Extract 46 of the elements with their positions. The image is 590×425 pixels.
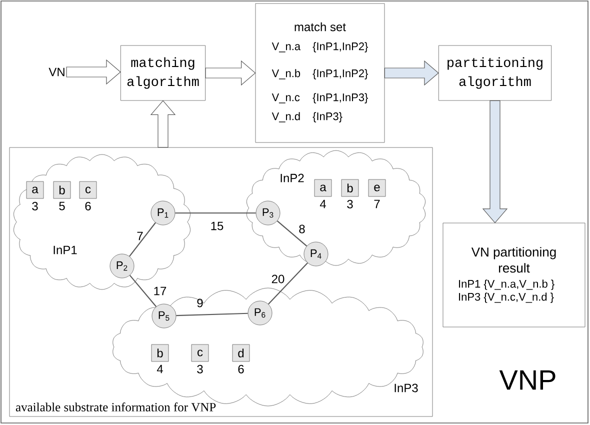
link-line: [129, 222, 156, 257]
substrate-node: P$_{6}$: [248, 300, 272, 326]
block-arrow: [150, 100, 176, 148]
substrate-node: P$_{2}$: [110, 254, 134, 278]
block-arrow: [66, 59, 121, 85]
capacity-number: 4: [156, 364, 163, 374]
capacity-number: 3: [197, 364, 203, 374]
resource-box: a: [26, 181, 44, 199]
resource-box: b: [341, 179, 359, 197]
match-set-box: match set V_n.a {InP1,InP2} V_n.b {InP1,InP2} V_n.c {InP1,InP3} V_n.d {InP3}: [255, 3, 385, 143]
input-label: VN: [48, 68, 64, 76]
resource-box: e: [368, 179, 386, 197]
capacity-number: 5: [59, 202, 65, 210]
capacity-number: 7: [374, 200, 380, 208]
resource-box: c: [191, 344, 209, 362]
edge-label: 7: [137, 232, 143, 240]
edge-label: 8: [299, 224, 305, 234]
resource-box: c: [79, 181, 97, 199]
substrate-node: P$_{5}$: [152, 304, 176, 328]
block-arrow: [205, 60, 256, 86]
capacity-number: 6: [238, 364, 244, 374]
result-box: VN partitioning result InP1 {V_n.a,V_n.b } InP3 {V_n.c,V_n.d }: [442, 222, 586, 328]
block-arrow: [384, 60, 439, 86]
link-line: [276, 220, 308, 246]
substrate-node: P$_{1}$: [150, 200, 176, 226]
edge-label: 9: [197, 298, 203, 308]
capacity-number: 4: [320, 200, 326, 208]
resource-box: b: [151, 344, 169, 362]
resource-box: a: [314, 179, 332, 197]
process-box: partitioning algorithm: [438, 45, 552, 101]
diagram-label: VNP: [499, 370, 556, 390]
edge-label: 20: [272, 274, 284, 284]
resource-box: d: [232, 344, 250, 362]
substrate-node: P$_{3}$: [256, 200, 280, 226]
capacity-number: 3: [347, 200, 353, 208]
process-box: matching algorithm: [120, 45, 206, 101]
link-line: [268, 262, 308, 305]
capacity-number: 6: [85, 202, 91, 210]
capacity-number: 3: [32, 202, 38, 210]
link-line: [176, 312, 248, 316]
edge-label: 15: [211, 222, 224, 230]
resource-box: b: [53, 181, 71, 199]
block-arrow: [482, 100, 508, 224]
substrate-node: P$_{4}$: [304, 242, 328, 266]
link-line: [129, 274, 157, 307]
link-line: [175, 212, 256, 214]
